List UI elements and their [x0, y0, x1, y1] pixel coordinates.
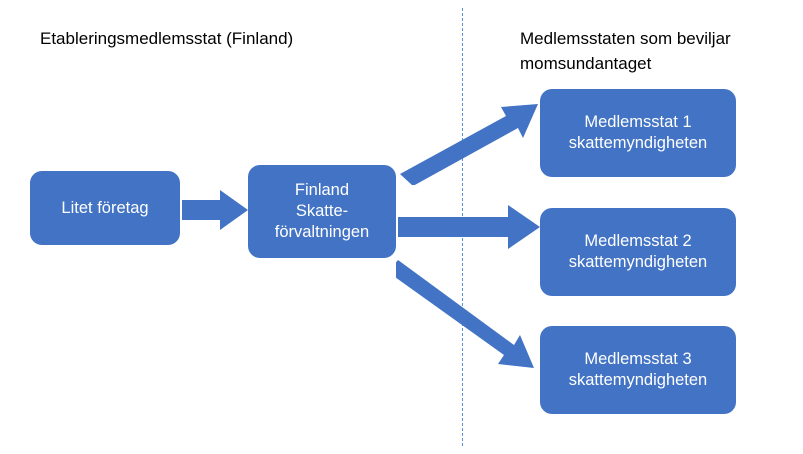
- arrow-finland-to-member-state-2: [398, 205, 540, 249]
- header-right-label: Medlemsstaten som beviljar momsundantage…: [520, 29, 731, 73]
- header-left-label: Etableringsmedlemsstat (Finland): [40, 29, 294, 48]
- arrow-finland-to-member-state-3: [396, 260, 534, 368]
- arrow-small-business-to-finland: [182, 190, 248, 230]
- arrow-finland-to-member-state-1: [400, 104, 538, 185]
- node-member-state-1[interactable]: Medlemsstat 1 skattemyndigheten: [540, 89, 736, 177]
- node-small-business[interactable]: Litet företag: [30, 171, 180, 245]
- node-member-state-3[interactable]: Medlemsstat 3 skattemyndigheten: [540, 326, 736, 414]
- node-finland-tax-administration[interactable]: Finland Skatte- förvaltningen: [248, 165, 396, 258]
- node-member-state-2[interactable]: Medlemsstat 2 skattemyndigheten: [540, 208, 736, 296]
